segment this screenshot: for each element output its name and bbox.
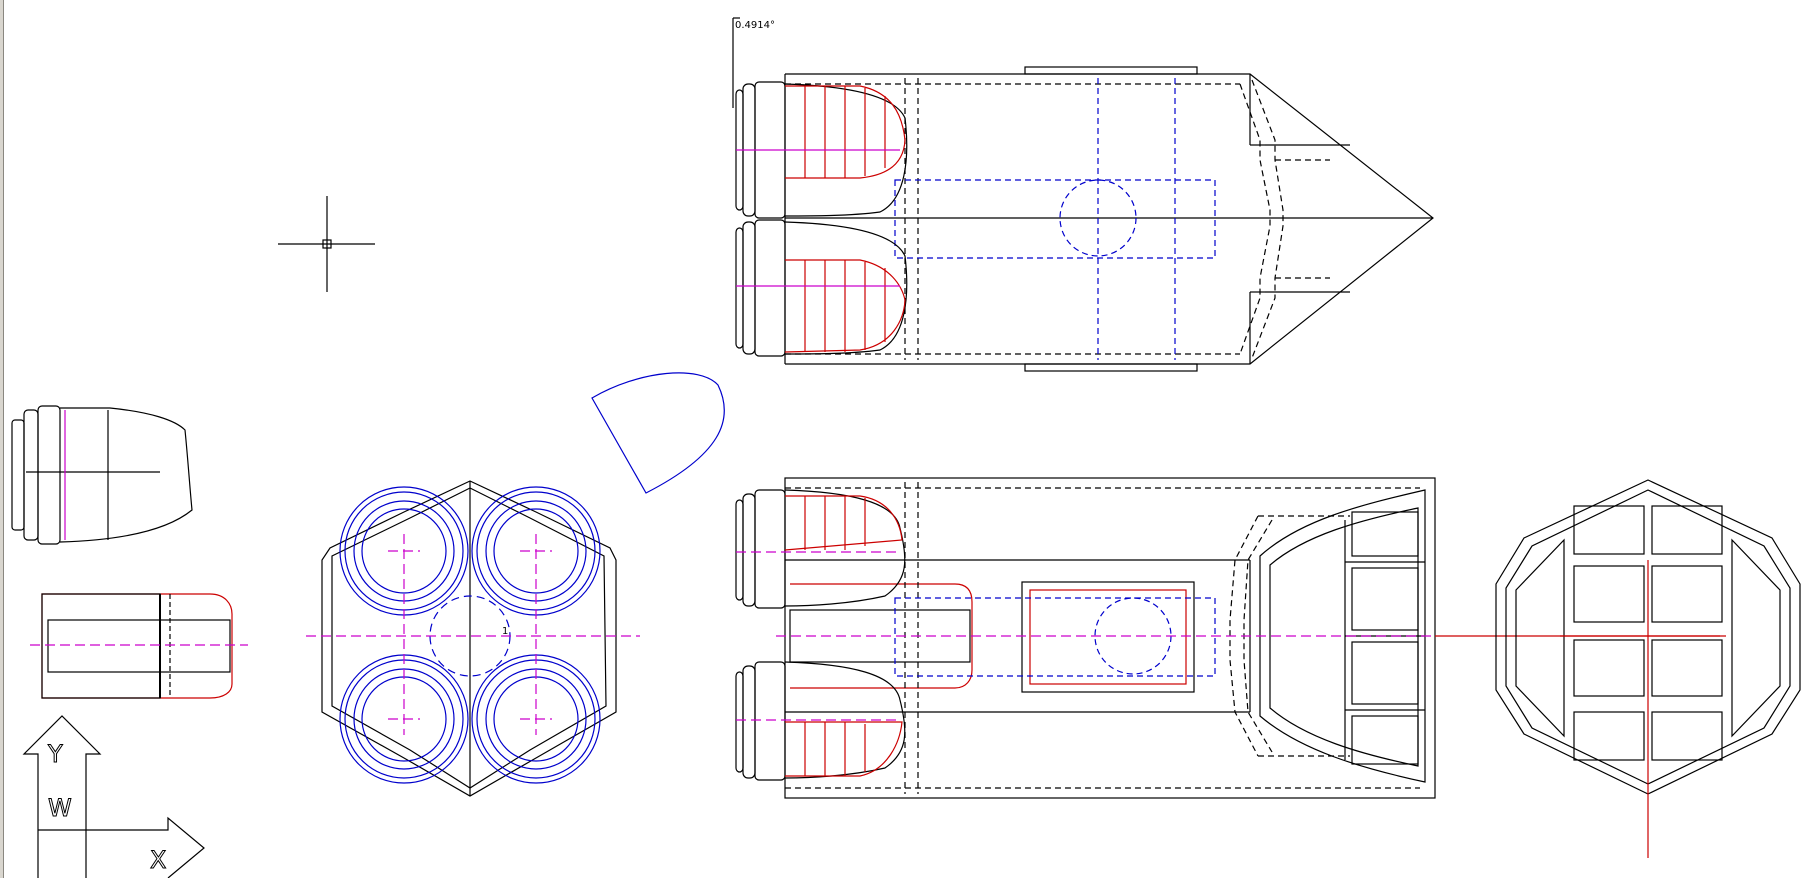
ucs-y-label: Y bbox=[47, 740, 63, 768]
ucs-icon: Y W X bbox=[22, 715, 205, 878]
ucs-w-label: W bbox=[48, 794, 72, 822]
angle-readout: 0.4914° bbox=[735, 20, 775, 31]
thruster-side-view[interactable] bbox=[11, 405, 193, 545]
ucs-x-label: X bbox=[150, 846, 166, 874]
side-view[interactable] bbox=[735, 477, 1720, 799]
top-view[interactable] bbox=[735, 66, 1434, 372]
bracket-part[interactable] bbox=[30, 593, 248, 699]
front-view[interactable]: 1 bbox=[306, 480, 640, 797]
crosshair-cursor bbox=[278, 196, 375, 292]
nose-cone-profile[interactable] bbox=[591, 372, 725, 494]
end-view[interactable] bbox=[1495, 479, 1801, 858]
hatch-label: 1 bbox=[502, 626, 508, 637]
angle-dimension: 0.4914° bbox=[732, 17, 775, 108]
window-left-border bbox=[0, 0, 4, 878]
